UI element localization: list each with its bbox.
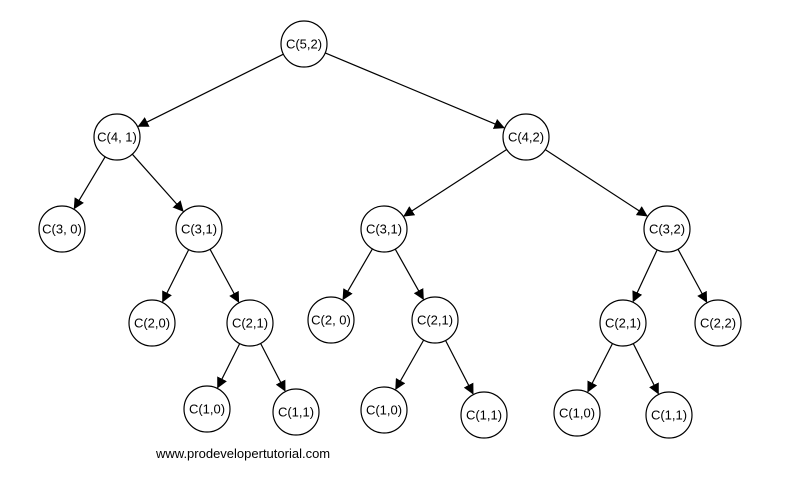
node-circle: [93, 113, 141, 161]
node-circle: [599, 299, 647, 347]
node-circle: [307, 296, 355, 344]
node-circle: [553, 389, 601, 437]
tree-node: C(1,0): [553, 389, 601, 437]
edge-arrow: [632, 249, 658, 303]
tree-node: C(3, 0): [38, 205, 86, 253]
node-circle: [411, 296, 459, 344]
edge-arrow: [162, 249, 190, 303]
tree-node: C(2,1): [599, 299, 647, 347]
node-circle: [645, 391, 693, 439]
edge-arrow: [444, 340, 474, 395]
tree-node: C(1,0): [183, 385, 231, 433]
node-circle: [502, 113, 550, 161]
node-label: C(3, 0): [42, 221, 82, 236]
edge-arrow: [137, 53, 284, 127]
tree-node: C(4,2): [502, 113, 550, 161]
node-label: C(3,2): [649, 221, 685, 236]
node-label: C(4,2): [508, 129, 544, 144]
edges-layer: [73, 52, 708, 395]
edge-arrow: [394, 248, 424, 301]
node-label: C(1,0): [559, 405, 595, 420]
node-circle: [226, 299, 274, 347]
tree-node: C(5,2): [280, 20, 328, 68]
node-circle: [128, 299, 176, 347]
edge-arrow: [632, 343, 659, 395]
node-circle: [175, 205, 223, 253]
tree-node: C(2,1): [411, 296, 459, 344]
node-circle: [460, 391, 508, 439]
edge-arrow: [260, 343, 286, 392]
node-label: C(4, 1): [97, 129, 137, 144]
edge-arrow: [395, 339, 425, 391]
tree-node: C(1,1): [460, 391, 508, 439]
node-circle: [360, 205, 408, 253]
edge-arrow: [403, 148, 508, 217]
tree-node: C(1,1): [272, 388, 320, 436]
tree-node: C(2,2): [694, 299, 742, 347]
tree-node: C(2,1): [226, 299, 274, 347]
edge-arrow: [587, 343, 614, 393]
tree-node: C(4, 1): [93, 113, 141, 161]
edge-arrow: [131, 153, 184, 212]
node-circle: [272, 388, 320, 436]
node-circle: [360, 386, 408, 434]
nodes-layer: C(5,2) C(4, 1) C(4,2) C(3, 0) C(3,1) C(3,1) C(…: [38, 20, 742, 439]
node-label: C(1,1): [651, 407, 687, 422]
node-label: C(2, 0): [311, 312, 351, 327]
node-circle: [694, 299, 742, 347]
tree-node: C(2, 0): [307, 296, 355, 344]
node-label: C(2,2): [700, 315, 736, 330]
node-circle: [183, 385, 231, 433]
watermark-text: www.prodevelopertutorial.com: [156, 446, 331, 461]
tree-node: C(1,1): [645, 391, 693, 439]
edge-arrow: [73, 156, 106, 210]
edge-arrow: [209, 248, 240, 303]
tree-node: C(2,0): [128, 299, 176, 347]
edge-arrow: [342, 248, 373, 301]
node-label: C(2,1): [232, 315, 268, 330]
node-label: C(5,2): [286, 36, 322, 51]
node-label: C(1,0): [366, 402, 402, 417]
edge-arrow: [677, 248, 708, 303]
edge-arrow: [217, 343, 241, 389]
node-label: C(3,1): [366, 221, 402, 236]
node-label: C(1,0): [189, 401, 225, 416]
node-label: C(1,1): [278, 404, 314, 419]
node-circle: [280, 20, 328, 68]
edge-arrow: [324, 52, 505, 129]
edge-arrow: [544, 149, 648, 217]
tree-node: C(3,1): [175, 205, 223, 253]
node-label: C(1,1): [466, 407, 502, 422]
node-label: C(2,1): [605, 315, 641, 330]
node-label: C(2,1): [417, 312, 453, 327]
node-circle: [643, 205, 691, 253]
tree-node: C(3,2): [643, 205, 691, 253]
node-circle: [38, 205, 86, 253]
tree-node: C(1,0): [360, 386, 408, 434]
tree-node: C(3,1): [360, 205, 408, 253]
node-label: C(2,0): [134, 315, 170, 330]
node-label: C(3,1): [181, 221, 217, 236]
